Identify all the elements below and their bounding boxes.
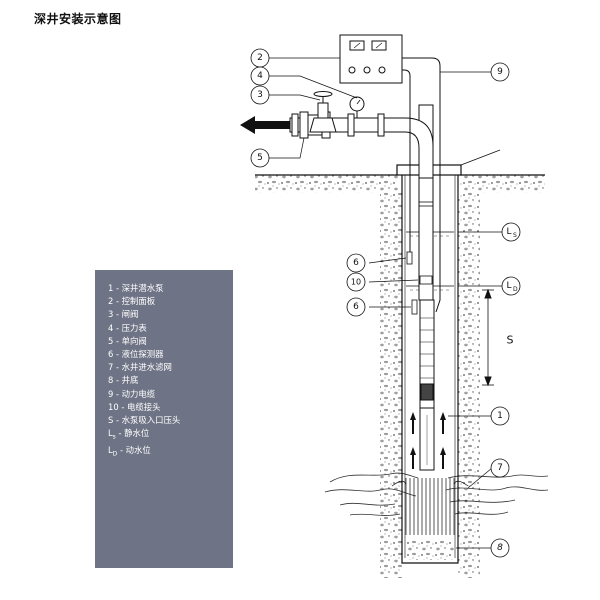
callout-3: 3 [250,85,270,105]
legend-item-s: S - 水泵吸入口压头 [108,415,181,426]
submersible-pump [419,299,435,471]
legend-item-5: 5 - 单向阀 [108,335,147,346]
callout-6-lower: 6 [346,297,366,317]
legend-item-ls: Ls - 静水位 [108,427,233,444]
ground [255,174,545,578]
legend-item-2: 2 - 控制面板 [108,296,156,307]
callout-7-label: 7 [497,463,503,473]
level-probe-lower [411,299,418,315]
callout-5: 5 [250,148,270,168]
callout-2: 2 [250,48,270,68]
callout-6-lower-label: 6 [353,302,359,312]
callout-7: 7 [490,458,510,478]
well-bottom [406,540,454,560]
callout-ls-main: L [506,227,511,237]
legend-item-3: 3 - 闸阀 [108,309,139,320]
intake-screen [391,478,469,535]
power-cable [402,57,441,313]
legend-panel: 1 - 深井潜水泵 2 - 控制面板 3 - 闸阀 4 - 压力表 5 - 单向… [95,270,233,568]
callout-10-label: 10 [351,278,361,287]
diagram-title: 深井安装示意图 [34,12,122,26]
callout-1: 1 [490,406,510,426]
legend-item-4: 4 - 压力表 [108,322,147,333]
control-panel [339,34,403,84]
callout-ld: L D [501,276,521,296]
pipe-flanges [291,113,385,137]
legend-item-ld: LD - 动水位 [108,444,233,461]
cable-splice [419,275,433,285]
level-probe-upper [406,251,413,265]
legend-item-1: 1 - 深井潜水泵 [108,283,164,293]
callout-8: 8 [490,538,510,558]
legend-item-6: 6 - 液位探测器 [108,349,164,360]
pressure-gauge [349,96,365,118]
flow-arrows [410,412,446,469]
legend-item-9: 9 - 动力电缆 [108,388,156,399]
callout-10: 10 [346,272,366,292]
leader-lines [269,57,493,549]
well-casing [396,149,501,564]
callout-ld-sub: D [513,286,518,293]
callout-6-upper-label: 6 [353,258,359,268]
callout-8-label: 8 [497,543,503,553]
aquifer-layer [324,472,549,516]
legend-ls-rest: - 静水位 [115,428,150,439]
legend-item-7: 7 - 水井进水滤网 [108,362,172,373]
callout-4-label: 4 [257,71,263,81]
suction-head-label: S [507,334,514,347]
callout-4: 4 [250,66,270,86]
callout-9: 9 [490,62,510,82]
legend-ld-main: L [108,445,113,456]
callout-ls-sub: S [513,232,517,239]
suction-head-dimension [482,288,494,387]
legend-ls-main: L [108,428,113,439]
callout-9-label: 9 [497,67,503,77]
legend-ls-sub: s [112,433,116,441]
gate-valve [309,91,337,133]
callout-3-label: 3 [257,90,263,100]
legend-item-8: 8 - 井底 [108,375,139,386]
callout-ls: L S [501,222,521,242]
callout-5-label: 5 [257,153,263,163]
callout-2-label: 2 [257,53,263,63]
callout-1-label: 1 [497,411,503,421]
callout-6-upper: 6 [346,253,366,273]
discharge-flow-arrow [240,116,290,134]
callout-ld-main: L [506,281,511,291]
legend-ld-rest: - 动水位 [117,445,151,456]
legend-item-10: 10 - 电缆接头 [108,401,161,412]
legend-ld-sub: D [112,450,118,458]
